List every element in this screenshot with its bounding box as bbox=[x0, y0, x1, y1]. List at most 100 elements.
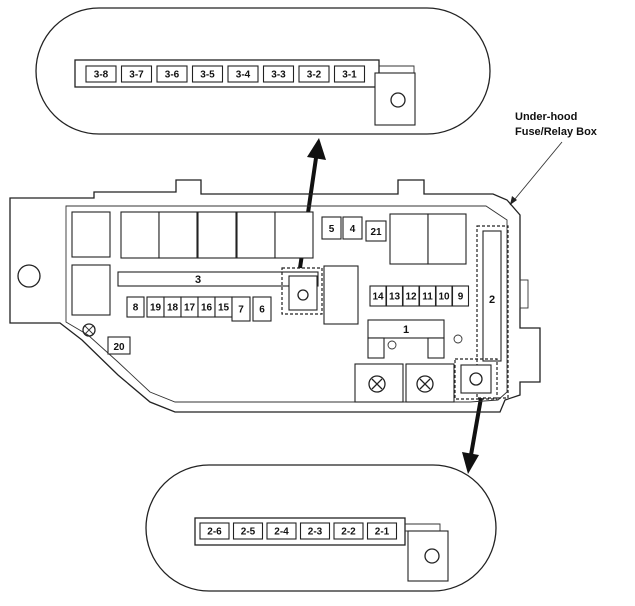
bottom-panel-outline bbox=[145, 464, 497, 592]
fuse-2-terminal-outline bbox=[454, 358, 498, 400]
fuse-3-2 bbox=[298, 65, 330, 83]
fuse-3-5 bbox=[191, 65, 224, 83]
screw-x-icon bbox=[416, 375, 434, 393]
housing-outline bbox=[9, 179, 541, 413]
callout-arrowhead-icon bbox=[510, 196, 517, 205]
terminal-block-left bbox=[354, 363, 404, 403]
fuse-8 bbox=[126, 296, 145, 318]
fuse-12-label: 12 bbox=[405, 292, 417, 303]
fuse-2-label: 2 bbox=[489, 294, 495, 306]
fuse-13-label: 13 bbox=[389, 292, 401, 303]
relay-slot bbox=[389, 213, 429, 265]
housing-side-tab bbox=[519, 279, 529, 309]
relay-slot bbox=[197, 211, 237, 259]
fuse-3-8 bbox=[85, 65, 117, 83]
fuse-3-8-label: 3-8 bbox=[94, 70, 109, 81]
callout-line-1: Under-hood bbox=[515, 111, 577, 123]
fuse-3-6 bbox=[156, 65, 188, 83]
fuse-20 bbox=[107, 336, 131, 355]
screw-icon bbox=[453, 334, 463, 344]
arrow-to-bottom-panel bbox=[462, 397, 483, 474]
fuse-3-4-label: 3-4 bbox=[236, 70, 251, 81]
fuse-2-dashed-outline bbox=[476, 225, 509, 399]
fuse-9 bbox=[451, 285, 470, 307]
top-terminal-arm bbox=[379, 65, 415, 74]
relay-slot bbox=[274, 211, 314, 259]
relay-slot bbox=[158, 211, 198, 259]
fuse-3-2-label: 3-2 bbox=[307, 70, 322, 81]
fuse-2-terminal bbox=[460, 364, 492, 394]
callout-line-2: Fuse/Relay Box bbox=[515, 126, 598, 138]
fuse-5 bbox=[321, 216, 342, 240]
fuse-2-3-label: 2-3 bbox=[308, 527, 323, 538]
relay-slot bbox=[236, 211, 276, 259]
mount-hole-icon bbox=[17, 264, 41, 288]
relay-slot bbox=[323, 265, 359, 325]
arrow-down-head-icon bbox=[462, 452, 479, 474]
fuse-3-terminal-bolt-icon bbox=[297, 289, 309, 301]
fuse-1-label: 1 bbox=[403, 324, 409, 336]
fuse-10-label: 10 bbox=[438, 292, 450, 303]
arrow-down-shaft bbox=[469, 397, 483, 456]
fuse-5-label: 5 bbox=[329, 224, 335, 235]
fuse-3-3-label: 3-3 bbox=[271, 70, 286, 81]
fuse-15-label: 15 bbox=[218, 303, 230, 314]
top-fuse-strip bbox=[74, 59, 380, 88]
fuse-20-label: 20 bbox=[113, 342, 125, 353]
fuse-3-5-label: 3-5 bbox=[200, 70, 215, 81]
fuse-2-4-label: 2-4 bbox=[274, 527, 289, 538]
fuse-6-label: 6 bbox=[259, 305, 265, 316]
screw-x-icon bbox=[368, 375, 386, 393]
fuse-18-label: 18 bbox=[167, 303, 179, 314]
fuse-3-terminal bbox=[288, 275, 318, 311]
fuse-16-label: 16 bbox=[201, 303, 213, 314]
fuse-1-bolt-icon bbox=[387, 340, 397, 350]
fuse-9-label: 9 bbox=[458, 292, 464, 303]
screw-x-mark bbox=[84, 325, 94, 335]
fuse-2-5-label: 2-5 bbox=[241, 527, 256, 538]
fuse-3-3 bbox=[262, 65, 295, 83]
fuse-3-6-label: 3-6 bbox=[165, 70, 180, 81]
top-panel-outline bbox=[35, 7, 491, 135]
relay-slot bbox=[71, 211, 111, 258]
bottom-terminal-block bbox=[407, 530, 449, 582]
fuse-3-7 bbox=[120, 65, 153, 83]
fuse-2-1-label: 2-1 bbox=[375, 527, 390, 538]
fuse-3-1 bbox=[333, 65, 366, 83]
fuse-3-label: 3 bbox=[195, 274, 201, 286]
fuse-7 bbox=[231, 296, 251, 322]
fuse-2-2 bbox=[333, 522, 364, 540]
terminal-block-right bbox=[405, 363, 455, 403]
screw-x-mark bbox=[419, 378, 431, 390]
arrow-up-head-icon bbox=[307, 138, 326, 160]
relay-slot bbox=[427, 213, 467, 265]
fuse-6 bbox=[252, 296, 272, 322]
relay-slot bbox=[120, 211, 160, 259]
screw-x-mark bbox=[371, 378, 383, 390]
fuse-3-dashed-outline bbox=[281, 267, 323, 315]
fuse-2-terminal-bolt-icon bbox=[469, 372, 483, 386]
fuse-7-label: 7 bbox=[238, 305, 244, 316]
bottom-fuse-strip bbox=[194, 517, 406, 546]
fuse-17-label: 17 bbox=[184, 303, 196, 314]
fuse-3-7-label: 3-7 bbox=[129, 70, 144, 81]
fuse-19-label: 19 bbox=[150, 303, 162, 314]
fuse-row-left: 8 19 18 17 16 15 7 6 bbox=[126, 296, 272, 322]
fuse-2-6 bbox=[199, 522, 230, 540]
screw-x-icon bbox=[82, 323, 96, 337]
fuse-8-label: 8 bbox=[133, 303, 139, 314]
relay-slot bbox=[71, 264, 111, 316]
bottom-terminal-arm bbox=[405, 523, 441, 532]
fuse-2-3 bbox=[299, 522, 331, 540]
fuse-strip-3 bbox=[117, 271, 319, 287]
top-terminal-bolt-icon bbox=[390, 92, 406, 108]
fuse-21 bbox=[365, 220, 387, 242]
